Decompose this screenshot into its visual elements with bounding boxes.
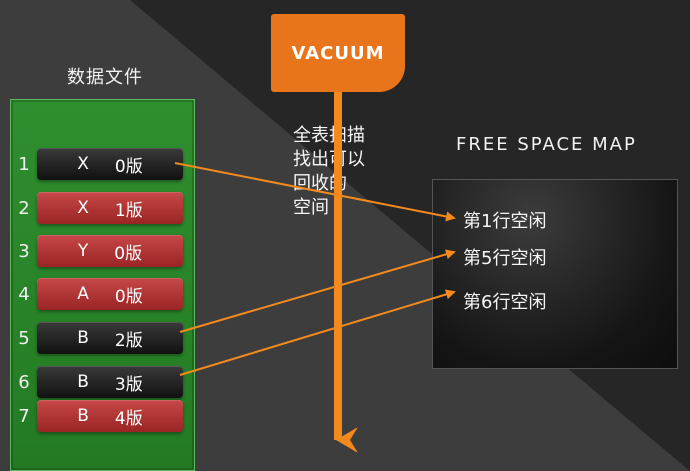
- data-row-6: 6 B 3版: [11, 366, 194, 400]
- vacuum-note-line: 找出可以: [293, 149, 365, 170]
- vacuum-note-line: 空间: [293, 197, 329, 218]
- arrow-row6-to-fsm: [179, 289, 456, 376]
- data-row-3: 3 Y 0版: [11, 235, 194, 269]
- data-file-panel: 1 X 0版 2 X 1版 3 Y 0版 4 A 0版 5 B 2版 6: [10, 99, 195, 471]
- fsm-entry-5: 第5行空闲: [463, 248, 547, 269]
- free-space-map-box: [432, 179, 678, 369]
- vacuum-box: VACUUM: [271, 14, 405, 92]
- row-index: 7: [18, 406, 30, 427]
- data-row-1: 1 X 0版: [11, 148, 194, 182]
- vacuum-label: VACUUM: [291, 42, 385, 64]
- row-name: X: [77, 154, 89, 174]
- row-index: 4: [18, 284, 30, 305]
- row-version: 4版: [114, 408, 143, 429]
- row-block: A 0版: [37, 278, 183, 310]
- row-index: 5: [18, 328, 30, 349]
- vacuum-note-line: 全表扫描: [293, 125, 365, 146]
- free-space-map-title: FREE SPACE MAP: [456, 134, 637, 155]
- row-index: 2: [18, 198, 30, 219]
- row-block: B 3版: [37, 366, 183, 398]
- row-block: X 0版: [37, 148, 183, 180]
- data-file-title: 数据文件: [67, 67, 143, 88]
- row-version: 0版: [114, 156, 143, 177]
- row-block: B 2版: [37, 322, 183, 354]
- row-version: 2版: [114, 330, 143, 351]
- data-row-2: 2 X 1版: [11, 192, 194, 226]
- row-version: 0版: [114, 243, 143, 264]
- row-name: B: [77, 328, 89, 348]
- row-index: 6: [18, 372, 30, 393]
- row-name: B: [77, 372, 89, 392]
- row-block: Y 0版: [37, 235, 183, 267]
- fsm-entry-6: 第6行空闲: [463, 292, 547, 313]
- row-version: 3版: [114, 374, 143, 395]
- data-row-5: 5 B 2版: [11, 322, 194, 356]
- row-version: 1版: [114, 200, 143, 221]
- row-name: A: [77, 284, 89, 304]
- row-index: 3: [18, 241, 30, 262]
- row-block: X 1版: [37, 192, 183, 224]
- row-version: 0版: [114, 286, 143, 307]
- row-index: 1: [18, 154, 30, 175]
- row-name: X: [77, 198, 89, 218]
- row-block: B 4版: [37, 400, 183, 432]
- arrow-row5-to-fsm: [179, 249, 456, 333]
- data-row-4: 4 A 0版: [11, 278, 194, 312]
- data-row-7: 7 B 4版: [11, 400, 194, 434]
- row-name: B: [77, 406, 89, 426]
- fsm-entry-1: 第1行空闲: [463, 211, 547, 232]
- arrow-row1-to-fsm: [174, 162, 456, 222]
- row-name: Y: [77, 241, 89, 261]
